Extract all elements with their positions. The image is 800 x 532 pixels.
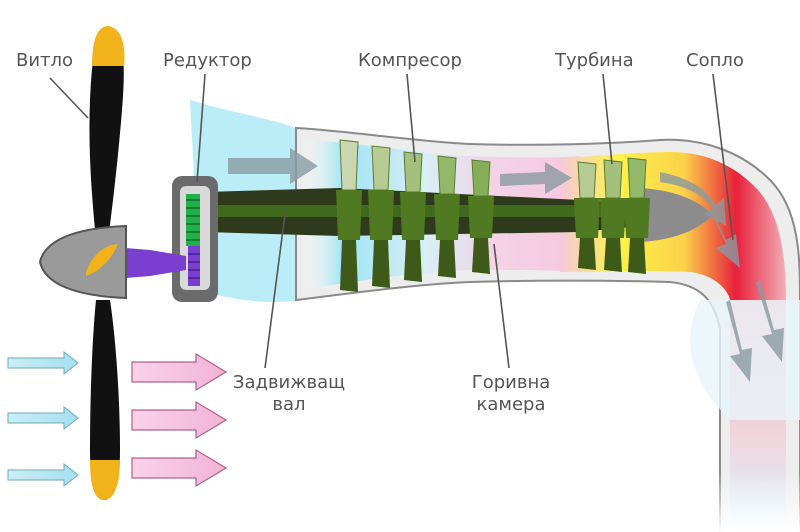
label-turbine: Турбина (555, 50, 634, 71)
propeller-blade-upper (89, 28, 124, 240)
label-combustor: Горивна камера (456, 372, 566, 416)
label-compressor: Компресор (358, 50, 462, 71)
leader-drive-shaft (264, 213, 286, 369)
propeller-tip-lower (90, 460, 120, 500)
propeller-tip-upper (92, 26, 125, 66)
compressor-stage-4 (434, 155, 460, 278)
thrust-arrows (131, 352, 228, 488)
label-drive-shaft-line2: вал (272, 394, 306, 415)
label-drive-shaft: Задвижващ вал (224, 372, 354, 416)
compressor-stage-5 (468, 159, 494, 274)
propeller-shaft (126, 248, 186, 278)
leader-propeller (49, 77, 89, 119)
leader-lines (49, 73, 734, 369)
propeller-icon (38, 26, 127, 500)
propeller-blade-lower (90, 300, 120, 500)
turbine-stage-1 (574, 161, 600, 270)
label-reducer: Редуктор (163, 50, 252, 71)
compressor-stage-3 (400, 151, 426, 282)
leader-reducer (196, 73, 206, 183)
exhaust-fade (700, 470, 800, 532)
label-propeller: Витло (16, 50, 74, 71)
turbine-stage-3 (624, 157, 650, 274)
gearbox-icon (172, 176, 218, 302)
spinner-blade-detail (86, 244, 118, 276)
airflow-arrow-icon (228, 148, 784, 382)
turbine-cone (640, 188, 712, 242)
label-combustor-line1: Горивна (471, 372, 551, 393)
label-drive-shaft-line1: Задвижващ (232, 372, 346, 393)
leader-combustor (493, 243, 510, 369)
propeller-spinner (38, 224, 127, 300)
compressor-stage-1 (336, 139, 362, 292)
turbine-stage-2 (600, 159, 626, 272)
cold-air-arrows (7, 350, 79, 488)
compressor-stage-2 (368, 145, 394, 288)
label-combustor-line2: камера (476, 394, 546, 415)
label-nozzle: Сопло (686, 50, 744, 71)
compressor-stages (336, 139, 494, 292)
turbine-stages (574, 157, 650, 274)
leader-turbine (602, 73, 613, 165)
leader-nozzle (712, 73, 734, 241)
leader-compressor (406, 73, 416, 163)
